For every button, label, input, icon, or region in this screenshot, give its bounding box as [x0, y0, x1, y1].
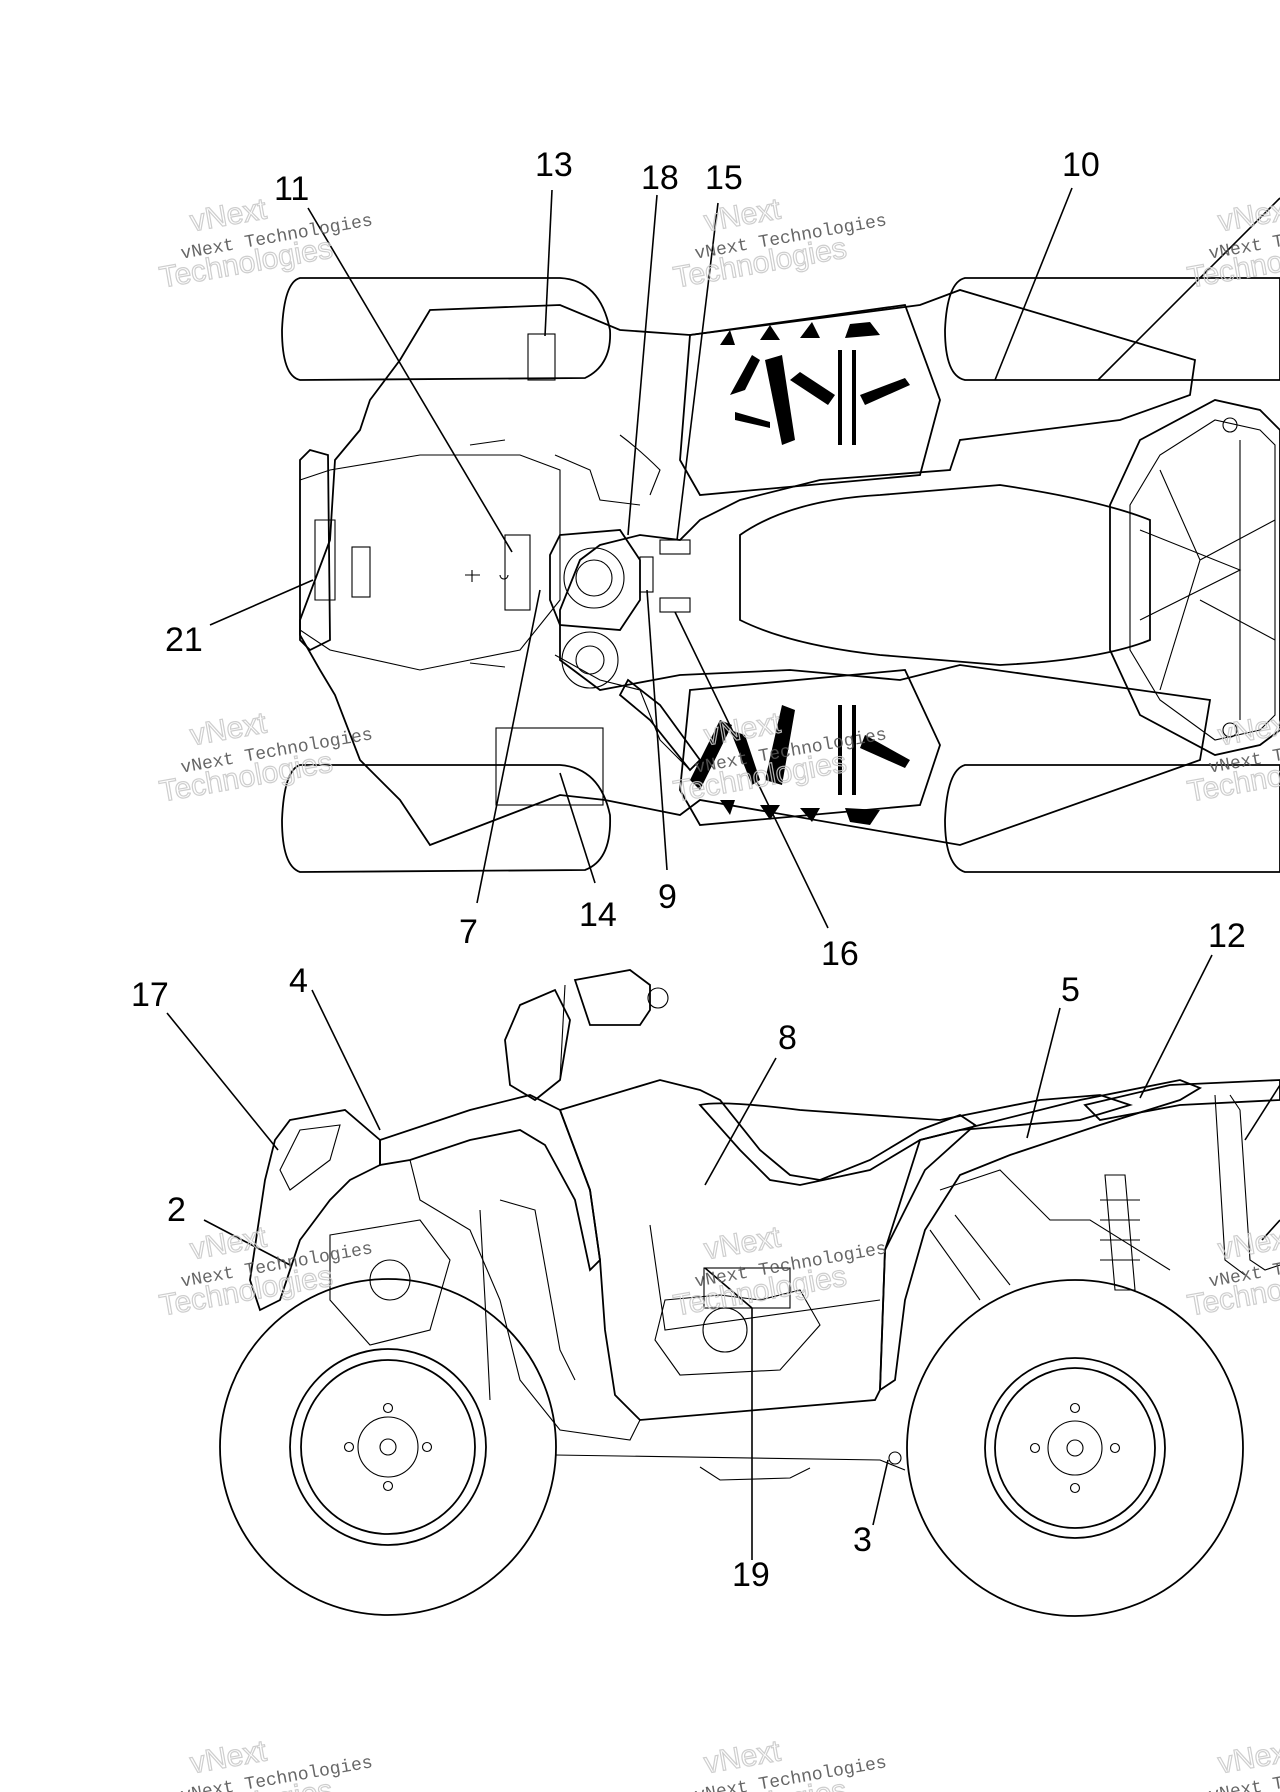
watermark: vNext vNext Technologies Technologies: [670, 192, 888, 295]
watermark: vNext vNext Technologies Technologies: [1184, 192, 1280, 295]
decal-14: [495, 727, 604, 806]
callout-19: 19: [732, 1556, 770, 1594]
watermark: vNext vNext Technologies Technologies: [156, 706, 374, 809]
callout-17: 17: [131, 976, 169, 1014]
callout-21: 21: [165, 621, 203, 659]
callout-9: 9: [658, 878, 677, 916]
decal-9: [639, 556, 654, 593]
decal-11: [504, 534, 531, 611]
atv-top-view: [281, 277, 1280, 873]
callout-12: 12: [1208, 917, 1246, 955]
decal-19: [703, 1267, 791, 1309]
callout-5: 5: [1061, 971, 1080, 1009]
callout-7: 7: [459, 913, 478, 951]
watermark: vNext vNext Technologies Technologies: [156, 192, 374, 295]
callout-2: 2: [167, 1191, 186, 1229]
watermark-group: vNext vNext Technologies Technologies vN…: [156, 192, 1280, 1792]
top-leaders: [209, 187, 1280, 929]
svg-text:vNext: vNext: [1216, 1220, 1280, 1266]
decal-16-small: [659, 597, 691, 613]
decal-15: [659, 539, 691, 555]
callout-3: 3: [853, 1521, 872, 1559]
callout-10: 10: [1062, 146, 1100, 184]
callouts-top: 11 13 18 15 10 21 7 14 9 16: [165, 146, 1100, 973]
svg-text:vNext: vNext: [1216, 192, 1280, 238]
callout-13: 13: [535, 146, 573, 184]
atv-side-view: [219, 969, 1280, 1617]
watermark: vNext vNext Technologies Technologies: [1184, 706, 1280, 809]
watermark: vNext vNext Technologies Technologies: [1184, 1220, 1280, 1323]
watermark: vNext vNext Technologies Technologies: [670, 1734, 888, 1792]
callouts-side: 17 4 8 5 12 2 3 19: [131, 917, 1246, 1594]
watermark: vNext vNext Technologies Technologies: [670, 706, 888, 809]
side-leaders: [166, 954, 1280, 1560]
callout-11: 11: [274, 170, 309, 208]
rear-rack: [1109, 399, 1280, 756]
watermark: vNext vNext Technologies Technologies: [1184, 1734, 1280, 1792]
callout-15: 15: [705, 159, 743, 197]
callout-4: 4: [289, 962, 308, 1000]
svg-text:vNext: vNext: [1216, 1734, 1280, 1780]
watermark: vNext vNext Technologies Technologies: [156, 1734, 374, 1792]
callout-8: 8: [778, 1019, 797, 1057]
decal-13: [527, 333, 556, 381]
callout-16: 16: [821, 935, 859, 973]
watermark: vNext vNext Technologies Technologies: [670, 1220, 888, 1323]
callout-14: 14: [579, 896, 617, 934]
callout-18: 18: [641, 159, 679, 197]
svg-text:vNext: vNext: [1216, 706, 1280, 752]
